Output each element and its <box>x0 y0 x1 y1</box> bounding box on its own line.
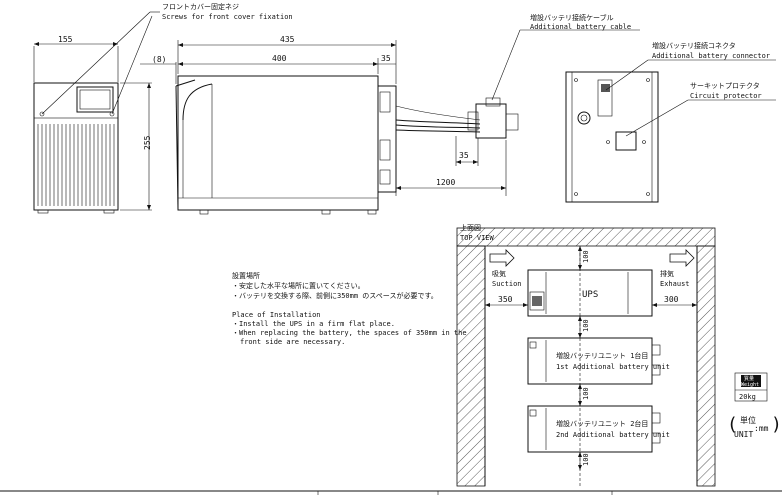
exhaust-label-jp: 排気 <box>660 269 674 278</box>
dim-connector-width: 35 <box>459 151 469 160</box>
installation-notes: 設置場所 ・安定した水平な場所に置いてください。 ・バッテリを交換する際、前側に… <box>232 271 467 346</box>
dim-total-depth: 435 <box>280 35 295 44</box>
unit-label-jp: 単位 <box>740 415 756 425</box>
unit-label-en: UNIT <box>734 430 753 439</box>
install-title-jp: 設置場所 <box>232 271 260 280</box>
ups-label: UPS <box>582 290 598 300</box>
unit2-label-en: 2nd Additional battery unit <box>556 431 670 439</box>
weight-value: 20kg <box>739 393 756 401</box>
dim-front-space: 350 <box>498 295 513 304</box>
top-view-title-en: TOP VIEW <box>460 234 495 242</box>
wall-right <box>696 245 716 487</box>
dim-gap-1: 100 <box>582 250 590 263</box>
weight-label-en: Weight <box>741 382 759 388</box>
install-line2-jp: ・バッテリを交換する際、前側に350mm のスペースが必要です。 <box>232 291 438 300</box>
unit1-label-jp: 増設バッテリユニット 1台目 <box>556 351 648 360</box>
dim-cable-length: 1200 <box>436 178 455 187</box>
screws-label-jp: フロントカバー固定ネジ <box>162 2 239 11</box>
dim-gap-2: 100 <box>582 319 590 332</box>
cable-label-jp: 増設バッテリ接続ケーブル <box>530 13 614 22</box>
unit1-box <box>527 337 653 385</box>
protector-label-en: Circuit protector <box>690 92 762 100</box>
suction-label-jp: 吸気 <box>492 269 506 278</box>
front-vent-grille <box>37 124 115 206</box>
install-title-en: Place of Installation <box>232 311 321 319</box>
protector-label-jp: サーキットプロテクタ <box>690 81 760 90</box>
rear-view <box>565 59 776 203</box>
suction-label-en: Suction <box>492 280 522 288</box>
weight-label-jp: 質量 <box>744 375 754 382</box>
ups-box <box>527 269 653 317</box>
wall-left <box>456 245 486 487</box>
suction-arrow-icon <box>489 249 515 267</box>
unit2-box <box>527 405 653 453</box>
dim-rear: 35 <box>381 54 391 63</box>
front-view <box>33 11 160 214</box>
connector-label-en: Additional battery connector <box>652 52 770 60</box>
exhaust-arrow-icon <box>669 249 695 267</box>
install-line1-en: ・Install the UPS in a firm flat place. <box>232 320 395 328</box>
dim-height: 255 <box>143 135 152 150</box>
dim-gap-4: 100 <box>582 453 590 466</box>
wall-top <box>456 227 716 247</box>
dim-gap-3: 100 <box>582 387 590 400</box>
unit1-label-en: 1st Additional battery unit <box>556 363 670 371</box>
dim-offset: (8) <box>152 55 166 64</box>
connector-label-jp: 増設バッテリ接続コネクタ <box>652 41 736 50</box>
install-line2-en: ・When replacing the battery, the spaces … <box>232 329 467 337</box>
install-line1-jp: ・安定した水平な場所に置いてください。 <box>232 281 365 290</box>
weight-box <box>734 372 768 402</box>
install-line3-en: front side are necessary. <box>240 338 345 346</box>
dim-side-space: 300 <box>664 295 679 304</box>
dim-body-depth: 400 <box>272 54 287 63</box>
top-view-title-jp: 上面図 <box>460 223 481 232</box>
unit-paren-close: ) <box>771 414 782 435</box>
exhaust-label-en: Exhaust <box>660 280 690 288</box>
screws-label-en: Screws for front cover fixation <box>162 13 293 21</box>
side-view <box>140 29 640 215</box>
top-view <box>456 227 716 487</box>
cable-label-en: Additional battery cable <box>530 23 631 31</box>
unit2-label-jp: 増設バッテリユニット 2台目 <box>556 419 648 428</box>
unit-paren-open: ( <box>727 414 738 435</box>
dim-front-width: 155 <box>58 35 73 44</box>
unit-value: :mm <box>754 424 769 433</box>
